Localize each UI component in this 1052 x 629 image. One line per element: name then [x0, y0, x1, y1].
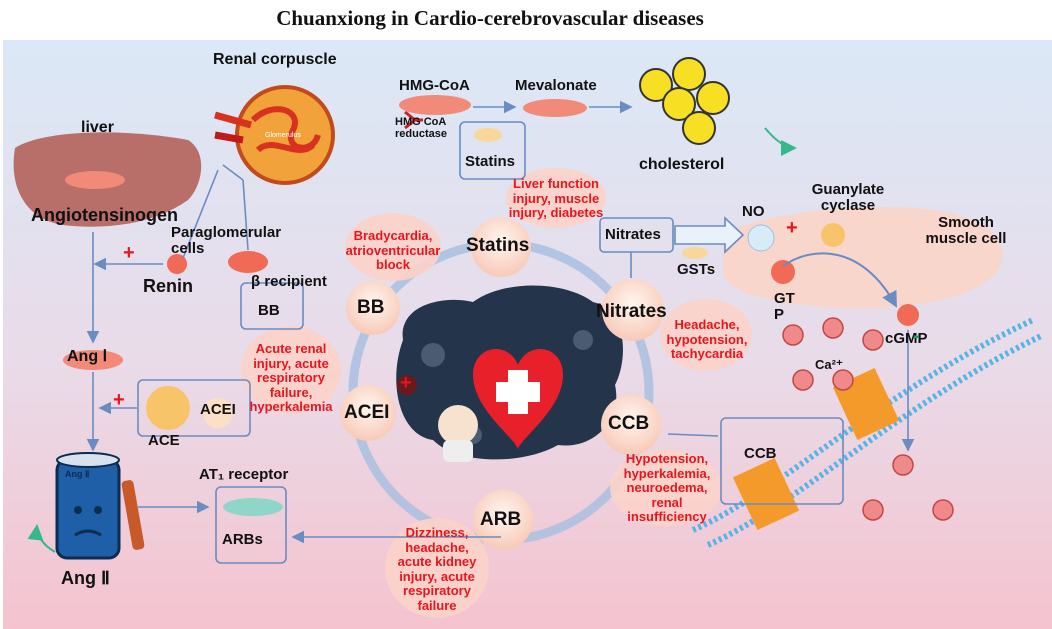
can-label: Ang Ⅱ [65, 469, 89, 479]
cell-membrane [691, 317, 1045, 548]
ccb-box-label: CCB [744, 445, 777, 462]
gtp-label: GT P [774, 290, 795, 323]
cholesterol-label: cholesterol [639, 156, 725, 173]
hmg-coa-reductase-label: HMG CoA reductase [395, 116, 447, 140]
guanylate-cyclase-label: Guanylate cyclase [811, 181, 885, 214]
pathway-arrows [86, 100, 915, 544]
at1-oval [223, 498, 283, 516]
beta-recipient-label: β recipient [251, 273, 327, 290]
liver-label: liver [81, 119, 114, 136]
glomerulus-text: Glomerulus [265, 132, 301, 139]
ang1-oval [63, 350, 123, 370]
no-label: NO [742, 203, 765, 220]
cholesterol-faces [639, 57, 730, 145]
nitrates-box-label: Nitrates [605, 226, 661, 243]
statins-adverse: Liver function injury, muscle injury, di… [508, 176, 604, 221]
ang2-decrease-arrow [27, 524, 56, 553]
calcium-label: Ca²⁺ [815, 357, 843, 372]
drug-statins: Statins [466, 235, 530, 256]
renin-dot [167, 254, 187, 274]
calcium-ions [782, 317, 954, 521]
drug-arb: ARB [480, 509, 522, 530]
angiotensinogen-oval [65, 171, 125, 189]
arbs-box-label: ARBs [222, 531, 263, 548]
drug-ccb: CCB [608, 413, 650, 434]
plus-sign-ace: + [113, 389, 125, 411]
renal-corpuscle-label: Renal corpuscle [213, 51, 337, 68]
ang1-label: Ang Ⅰ [67, 348, 108, 365]
nitrates-adverse: Headache, hypotension, tachycardia [666, 317, 748, 362]
smooth-muscle-cell-shape [723, 207, 1003, 309]
plus-sign-heart: + [400, 372, 412, 394]
minus-sign-cgmp: - [913, 325, 920, 347]
gtp-cgmp-arrow [782, 252, 897, 308]
cgmp-label: cGMP [885, 330, 928, 347]
drug-acei: ACEI [344, 402, 390, 423]
mevalonate-label: Mevalonate [515, 77, 597, 94]
paraglomerular-label: Paraglomerular cells [171, 224, 282, 257]
cholesterol-decrease-arrow [764, 127, 797, 156]
renal-corpuscle-graphic [214, 85, 335, 185]
drug-nitrates: Nitrates [596, 301, 667, 322]
smooth-muscle-cell-label: Smooth muscle cell [925, 214, 1007, 247]
drug-box-frames [137, 121, 844, 564]
figure-title: Chuanxiong in Cardio-cerebrovascular dis… [276, 6, 704, 30]
ang2-can-character [55, 452, 145, 560]
diagram-panel: Glomerulus Ang Ⅱ [3, 40, 1052, 629]
acei-dot [203, 398, 233, 428]
statins-box-label: Statins [465, 153, 516, 170]
ccb-adverse: Hypotension, hyperkalemia, neuroedema, r… [623, 451, 711, 525]
no-circle [747, 224, 775, 252]
arb-adverse: Dizziness, headache, acute kidney injury… [397, 525, 477, 613]
plus-sign-no: + [786, 217, 798, 239]
ace-circle [146, 386, 190, 430]
hmg-coa-oval [399, 95, 471, 115]
heart-illustration [396, 285, 623, 462]
ace-label: ACE [148, 432, 180, 449]
cgmp-circle [897, 304, 919, 326]
mevalonate-oval [523, 99, 587, 117]
adverse-starbursts [241, 168, 752, 618]
plus-sign-renin: + [123, 242, 135, 264]
acei-adverse: Acute renal injury, acute respiratory fa… [249, 341, 333, 415]
renin-label: Renin [143, 276, 194, 296]
guanylate-cyclase-circle [821, 223, 845, 247]
gtp-circle [771, 260, 795, 284]
acei-box-label: ACEI [200, 401, 236, 418]
gsts-pill [682, 247, 708, 259]
diagram-graphics: Glomerulus Ang Ⅱ [3, 40, 1052, 629]
statin-pill [474, 128, 502, 142]
ang2-label: Ang Ⅱ [61, 568, 110, 588]
at1-label: AT₁ receptor [199, 466, 289, 483]
paraglomerular-oval [228, 251, 268, 273]
gsts-label: GSTs [677, 261, 716, 278]
plus-badge [397, 375, 417, 395]
bb-box-label: BB [258, 302, 280, 319]
hmg-coa-label: HMG-CoA [399, 77, 470, 94]
inhibition-mark [404, 110, 423, 130]
drug-bb: BB [357, 297, 385, 318]
drug-circles [340, 217, 664, 550]
bb-adverse: Bradycardia, atrioventricular block [345, 228, 441, 273]
angiotensinogen-label: Angiotensinogen [31, 205, 178, 225]
